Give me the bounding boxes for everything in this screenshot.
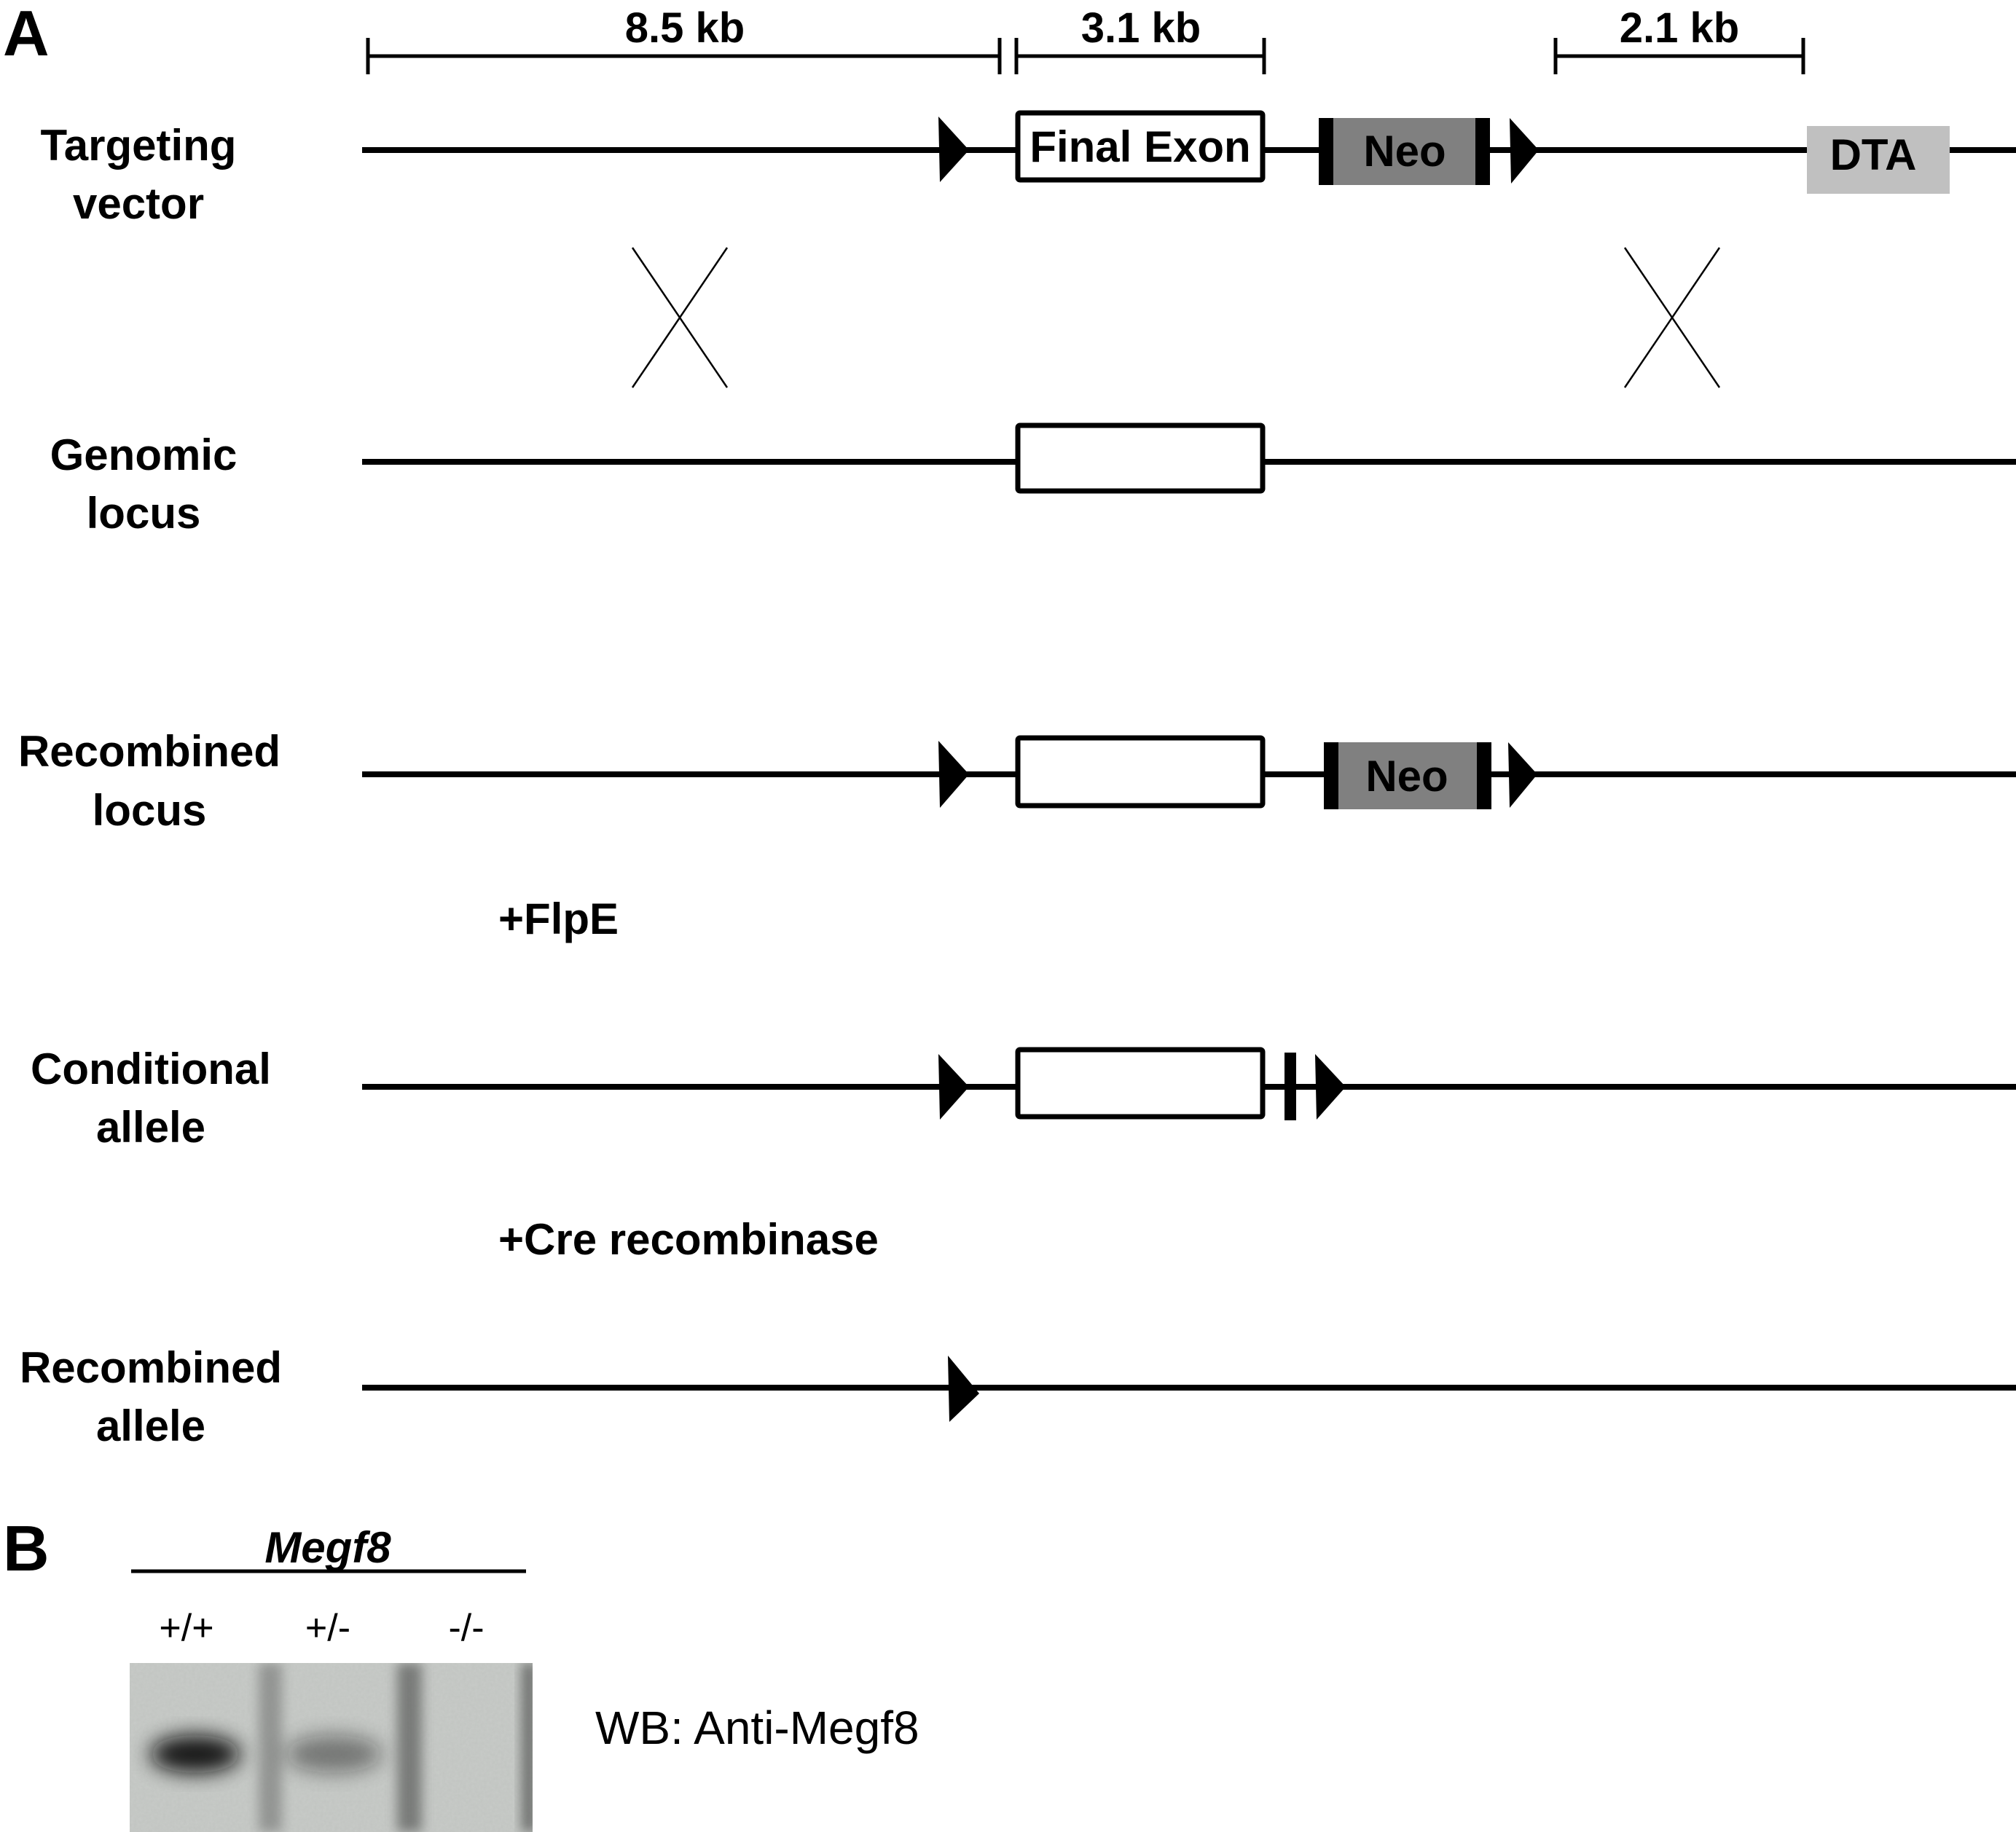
loxp-site-icon	[948, 1356, 979, 1422]
row-targeting-vector: Targeting vector Final Exon Neo DTA	[41, 110, 2016, 228]
crossover-left-icon	[631, 247, 729, 388]
scale-bar-2-1kb: 2.1 kb	[1553, 4, 1805, 74]
row-label: locus	[87, 489, 201, 538]
loxp-site-icon	[938, 117, 969, 182]
final-exon-box	[1015, 110, 1266, 183]
protein-band	[285, 1735, 383, 1773]
row-label: Recombined	[18, 727, 281, 776]
frt-site-icon	[1475, 118, 1490, 185]
row-label: Conditional	[31, 1045, 271, 1093]
scale-bar-8-5kb: 8.5 kb	[366, 4, 1002, 74]
row-label: vector	[73, 179, 204, 228]
protein-band	[150, 1735, 240, 1773]
neo-cassette	[1338, 742, 1477, 809]
loxp-site-icon	[938, 741, 969, 808]
final-exon-box	[1015, 422, 1266, 494]
genotype-label: +/+	[159, 1607, 213, 1649]
scale-bar-label: 3.1 kb	[1081, 4, 1201, 52]
row-label: locus	[93, 786, 207, 835]
loxp-site-icon	[1315, 1054, 1346, 1120]
scale-bar-3-1kb: 3.1 kb	[1014, 4, 1266, 74]
row-conditional-allele: Conditional allele	[31, 1045, 2016, 1152]
scale-bar-label: 2.1 kb	[1620, 4, 1739, 52]
neo-cassette	[1333, 118, 1475, 185]
row-recombined-locus: Recombined locus Neo	[18, 727, 2016, 835]
dta-cassette	[1807, 126, 1950, 194]
row-label: Targeting	[41, 121, 237, 170]
final-exon-box	[1015, 735, 1266, 809]
gene-label: Megf8	[264, 1523, 391, 1572]
genotype-label: +/-	[305, 1607, 350, 1649]
row-label: Genomic	[50, 431, 238, 479]
frt-site-icon	[1324, 742, 1338, 809]
frt-site-icon	[1284, 1053, 1296, 1120]
row-genomic-locus: Genomic locus	[50, 422, 2016, 538]
row-label: allele	[96, 1401, 205, 1450]
panel-b-label: B	[3, 1512, 50, 1584]
loxp-site-icon	[1510, 118, 1539, 184]
crossover-right-icon	[1623, 247, 1721, 388]
wb-antibody-label: WB: Anti-Megf8	[595, 1702, 919, 1754]
scale-bar-label: 8.5 kb	[625, 4, 745, 52]
dta-label: DTA	[1830, 130, 1917, 179]
row-label: Recombined	[20, 1343, 282, 1392]
western-blot-image	[130, 1663, 533, 1832]
neo-label: Neo	[1365, 752, 1448, 801]
frt-site-icon	[1319, 118, 1333, 185]
loxp-site-icon	[1508, 742, 1537, 808]
genotype-label: -/-	[448, 1607, 484, 1649]
final-exon-box	[1015, 1047, 1266, 1120]
flpe-step-label: +FlpE	[498, 895, 619, 943]
frt-site-icon	[1477, 742, 1491, 809]
row-recombined-allele: Recombined allele	[20, 1343, 2016, 1450]
panel-a-label: A	[3, 0, 50, 69]
neo-label: Neo	[1363, 127, 1446, 176]
row-label: allele	[96, 1103, 205, 1152]
cre-step-label: +Cre recombinase	[498, 1215, 879, 1264]
final-exon-label: Final Exon	[1029, 122, 1250, 171]
loxp-site-icon	[938, 1054, 969, 1120]
